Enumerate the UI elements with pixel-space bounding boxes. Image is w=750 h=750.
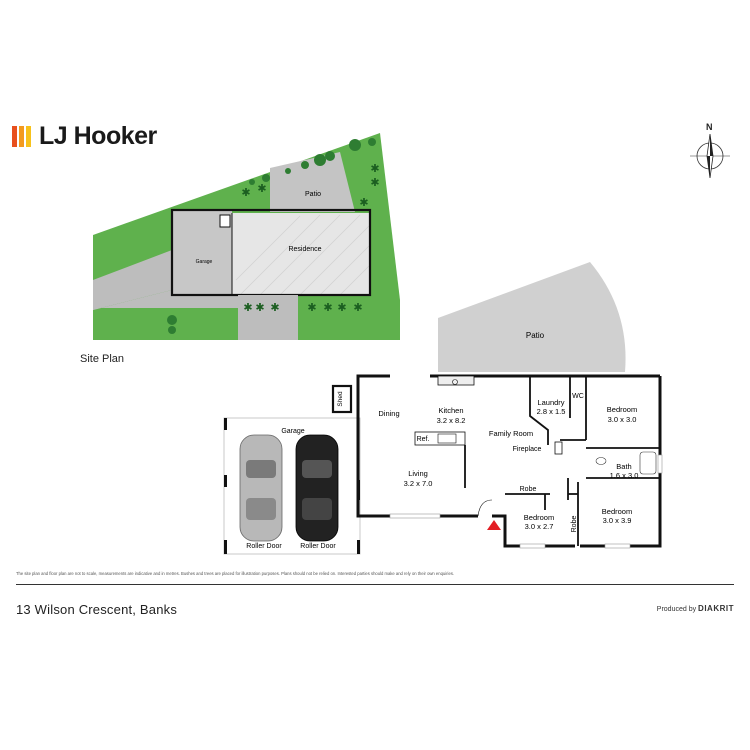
site-residence-label: Residence — [288, 246, 321, 253]
ref-label: Ref. — [417, 436, 430, 443]
produced-by: Produced by DIAKRIT — [657, 604, 734, 613]
footer-divider — [16, 584, 734, 585]
lj-hooker-logo: LJ Hooker — [12, 122, 157, 151]
site-plan: ✱✱✱ ✱✱✱ ✱✱✱ ✱✱✱ Patio Residence Garage — [93, 133, 400, 340]
svg-text:✱: ✱ — [359, 197, 368, 209]
svg-text:✱: ✱ — [257, 183, 266, 195]
kitchen-size: 3.2 x 8.2 — [437, 416, 466, 425]
svg-text:✱: ✱ — [241, 187, 250, 199]
living-label: Living — [408, 469, 428, 478]
svg-text:✱: ✱ — [270, 302, 279, 314]
site-path — [238, 295, 298, 340]
patio-label: Patio — [526, 331, 545, 340]
produced-by-label: Produced by — [656, 606, 697, 613]
site-patio — [270, 152, 355, 212]
robe-1-label: Robe — [520, 486, 537, 493]
svg-text:✱: ✱ — [255, 302, 264, 314]
laundry-label: Laundry — [537, 398, 564, 407]
patio-area — [438, 262, 626, 372]
svg-text:✱: ✱ — [323, 302, 332, 314]
site-patio-label: Patio — [305, 191, 321, 198]
basin-icon — [595, 457, 607, 465]
car-icon-silver — [239, 434, 283, 542]
svg-text:✱: ✱ — [337, 302, 346, 314]
shed — [331, 384, 353, 414]
wc-label: WC — [572, 393, 584, 400]
bedroom-1-size: 3.0 x 3.0 — [608, 415, 637, 424]
site-garage-label: Garage — [196, 259, 213, 265]
entry-door — [477, 499, 493, 517]
compass-rose-icon — [690, 133, 730, 179]
roller-door-right-label: Roller Door — [300, 543, 336, 550]
car-icon-black — [295, 434, 339, 542]
kitchen-label: Kitchen — [438, 406, 463, 415]
site-shed — [219, 214, 231, 228]
bedroom-1-label: Bedroom — [607, 405, 637, 414]
bedroom-3-size: 3.0 x 2.7 — [525, 522, 554, 531]
svg-text:✱: ✱ — [307, 302, 316, 314]
producer-name: DIAKRIT — [698, 604, 734, 613]
property-address: 13 Wilson Crescent, Banks — [16, 602, 178, 617]
bedroom-2-size: 3.0 x 3.9 — [603, 516, 632, 525]
entry-arrow-icon — [487, 520, 501, 530]
logo-text: LJ Hooker — [39, 122, 157, 150]
north-label: N — [706, 122, 713, 132]
svg-text:✱: ✱ — [243, 302, 252, 314]
family-room-label: Family Room — [489, 429, 533, 438]
roller-door-left-label: Roller Door — [246, 543, 282, 550]
bath-label: Bath — [616, 462, 631, 471]
svg-text:✱: ✱ — [370, 177, 379, 189]
north-compass: N — [688, 122, 732, 182]
garage-label: Garage — [281, 428, 304, 435]
living-size: 3.2 x 7.0 — [404, 479, 433, 488]
dining-label: Dining — [378, 409, 399, 418]
svg-text:✱: ✱ — [353, 302, 362, 314]
cooktop-icon — [437, 433, 457, 444]
logo-bars-icon — [12, 126, 31, 147]
disclaimer-text: The site plan and floor plan are not to … — [16, 571, 455, 576]
floor-plan: Patio Garage Roller Door Roller Door She… — [223, 262, 663, 555]
bedroom-3-label: Bedroom — [524, 513, 554, 522]
svg-text:✱: ✱ — [370, 163, 379, 175]
kitchen-bench — [437, 375, 475, 386]
fireplace-icon — [554, 441, 563, 455]
shed-label: Shed — [337, 391, 344, 407]
fireplace-label: Fireplace — [513, 446, 542, 453]
laundry-size: 2.8 x 1.5 — [537, 407, 566, 416]
bathtub-icon — [639, 451, 657, 475]
interior-walls — [464, 376, 660, 546]
bedroom-2-label: Bedroom — [602, 507, 632, 516]
bath-size: 1.6 x 3.0 — [610, 471, 639, 480]
site-plan-title: Site Plan — [80, 353, 125, 365]
robe-2-label: Robe — [571, 516, 578, 533]
